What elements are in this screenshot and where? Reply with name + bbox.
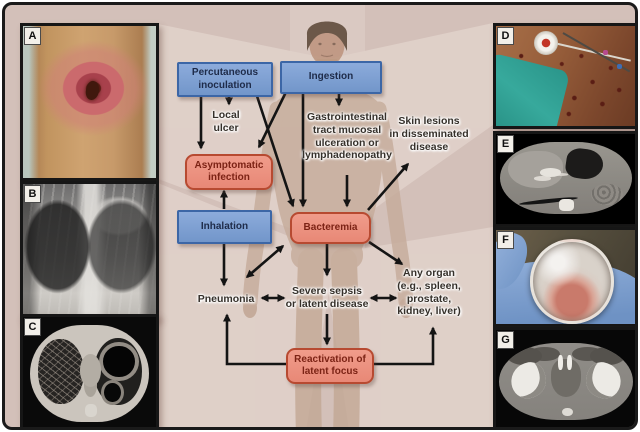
- vertebra: [84, 404, 97, 417]
- label-local-ulcer: Local ulcer: [212, 109, 240, 134]
- panel-label-b: B: [24, 185, 41, 203]
- prostate-region: [551, 358, 581, 397]
- leg-ulcer-art: [23, 26, 156, 178]
- panel-d-skin-lesions-photo: D: [493, 23, 635, 129]
- label-severe-sepsis: Severe sepsis or latent disease: [285, 285, 369, 310]
- rectum: [561, 407, 573, 416]
- label-any-organ: Any organ (e.g., spleen, prostate, kidne…: [397, 267, 461, 318]
- ct-pelvis: [498, 343, 634, 420]
- panel-g-pelvic-ct: G: [493, 327, 635, 427]
- panel-label-e: E: [497, 135, 514, 153]
- panel-b-chest-xray: B: [20, 181, 159, 320]
- panel-label-f: F: [497, 231, 514, 249]
- hip-bone-left: [506, 358, 551, 403]
- skin-lesions-art: [496, 26, 635, 126]
- panel-label-d: D: [497, 27, 514, 45]
- surgical-drape: [496, 52, 571, 126]
- box-percutaneous-inoculation: Percutaneous inoculation: [177, 62, 273, 97]
- panel-label-a: A: [24, 27, 41, 45]
- ecg-electrode: [533, 31, 558, 55]
- contrast-vessels: [539, 168, 561, 177]
- ct-abdomen: [500, 142, 632, 215]
- label-pneumonia: Pneumonia: [197, 293, 255, 305]
- spleen-lesions: [591, 183, 623, 206]
- lung-cavity: [99, 342, 139, 382]
- box-reactivation-latent-focus: Reactivation of latent focus: [286, 348, 374, 384]
- wire-clip: [603, 50, 608, 55]
- bowel-right: [590, 347, 626, 366]
- pelvic-ct-art: [496, 330, 635, 427]
- ct-thorax: [29, 325, 150, 422]
- panel-a-leg-ulcer-photo: A: [20, 23, 159, 181]
- label-gi-ulceration: Gastrointestinal tract mucosal ulceratio…: [302, 111, 392, 162]
- panel-label-g: G: [497, 331, 514, 349]
- panel-f-culture-bottle-photo: F: [493, 227, 635, 327]
- panel-c-lung-ct: C: [20, 314, 159, 427]
- culture-bottle: [529, 239, 614, 324]
- bowel-left: [506, 347, 542, 366]
- panel-label-c: C: [24, 318, 41, 336]
- box-bacteremia: Bacteremia: [290, 212, 371, 244]
- box-ingestion: Ingestion: [280, 61, 382, 94]
- lung-cavity-small: [101, 380, 125, 406]
- ulcer-crater: [83, 79, 101, 101]
- vertebra: [559, 199, 574, 211]
- label-skin-lesions: Skin lesions in disseminated disease: [389, 115, 469, 153]
- wire-clip: [617, 64, 622, 69]
- hip-bone-right: [581, 358, 626, 403]
- stomach-air: [564, 146, 605, 182]
- lung-ct-art: [23, 317, 156, 427]
- panel-e-abdominal-ct: E: [493, 131, 635, 227]
- box-inhalation: Inhalation: [177, 210, 272, 244]
- hair: [306, 21, 348, 51]
- left-lung: [38, 338, 84, 405]
- abdominal-ct-art: [496, 134, 635, 224]
- pubic-bones: [557, 355, 563, 371]
- chest-xray-art: [23, 184, 156, 317]
- culture-bottle-art: [496, 230, 635, 324]
- box-asymptomatic-infection: Asymptomatic infection: [185, 154, 273, 190]
- mediastinum: [79, 354, 102, 387]
